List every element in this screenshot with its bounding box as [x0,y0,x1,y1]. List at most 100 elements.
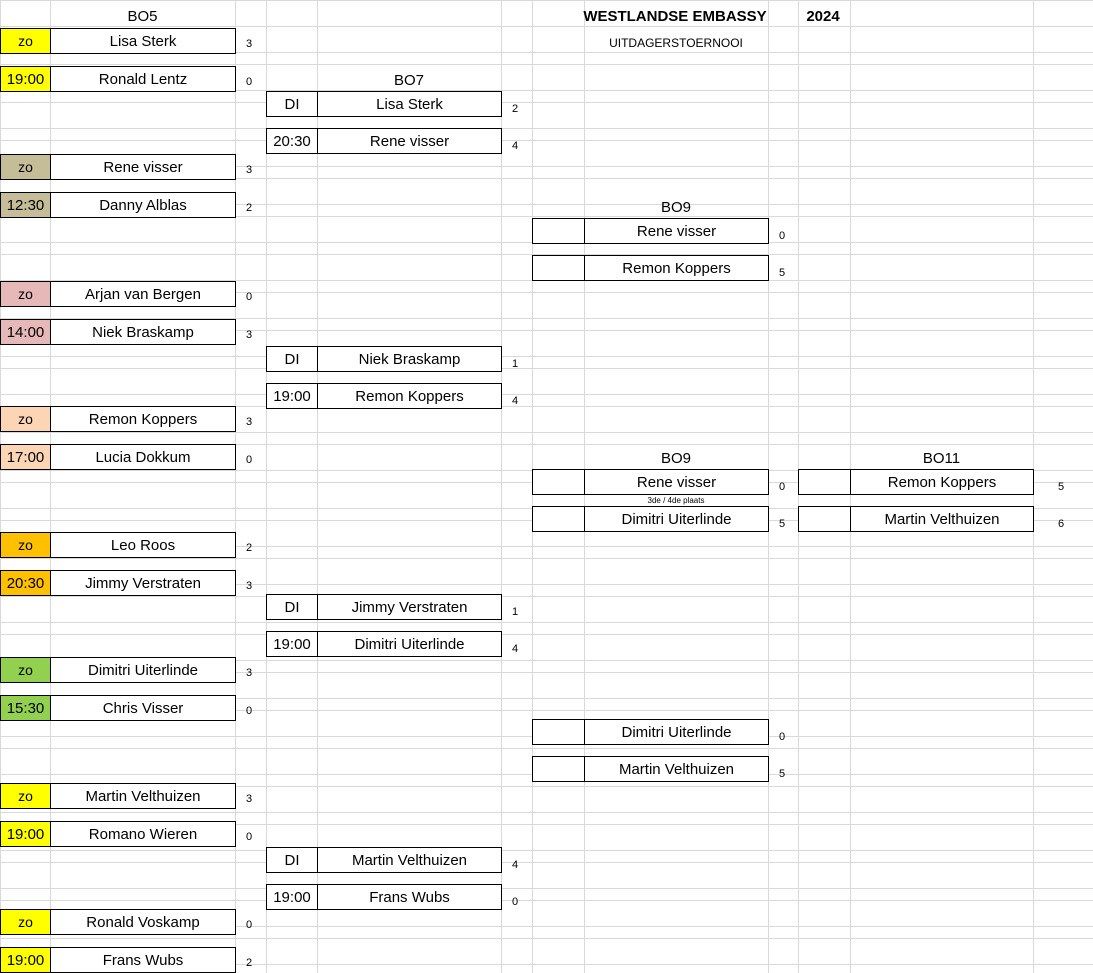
year-label: 2024 [806,7,840,25]
match-time-cell: 12:30 [0,192,51,218]
player-score: 0 [246,705,253,717]
player-name[interactable]: Lisa Sterk [50,28,236,54]
match-day-cell: zo [0,657,51,683]
match-day-cell: zo [0,28,51,54]
match-day-cell: zo [0,783,51,809]
player-score: 4 [512,140,519,152]
match-day-cell: DI [266,847,318,873]
player-name[interactable]: Dimitri Uiterlinde [584,506,769,532]
player-score: 3 [246,38,253,50]
player-name[interactable]: Frans Wubs [317,884,502,910]
player-score: 0 [246,919,253,931]
page-subtitle: UITDAGERSTOERNOOI [609,36,743,50]
empty-day-cell [798,506,851,532]
player-name[interactable]: Dimitri Uiterlinde [50,657,236,683]
player-score: 5 [779,518,786,530]
player-score: 2 [246,202,253,214]
player-score: 4 [512,643,519,655]
player-score: 0 [246,291,253,303]
player-score: 3 [246,793,253,805]
player-name[interactable]: Arjan van Bergen [50,281,236,307]
match-time-cell: 20:30 [0,570,51,596]
empty-day-cell [532,506,585,532]
player-name[interactable]: Dimitri Uiterlinde [317,631,502,657]
player-score: 6 [1058,518,1065,530]
empty-day-cell [798,469,851,495]
match-time-cell: 19:00 [0,947,51,973]
player-score: 5 [779,768,786,780]
match-time-cell: 19:00 [266,631,318,657]
player-name[interactable]: Niek Braskamp [317,346,502,372]
player-name[interactable]: Remon Koppers [317,383,502,409]
player-score: 0 [512,896,519,908]
match-day-cell: zo [0,154,51,180]
player-name[interactable]: Frans Wubs [50,947,236,973]
match-time-cell: 14:00 [0,319,51,345]
player-score: 0 [779,731,786,743]
player-score: 3 [246,416,253,428]
match-day-cell: zo [0,909,51,935]
player-name[interactable]: Rene visser [50,154,236,180]
player-score: 2 [246,957,253,969]
player-name[interactable]: Remon Koppers [50,406,236,432]
player-name[interactable]: Remon Koppers [850,469,1034,495]
player-name[interactable]: Martin Velthuizen [50,783,236,809]
player-name[interactable]: Leo Roos [50,532,236,558]
player-score: 1 [512,358,519,370]
player-score: 0 [246,454,253,466]
player-name[interactable]: Ronald Lentz [50,66,236,92]
player-score: 0 [246,76,253,88]
player-name[interactable]: Romano Wieren [50,821,236,847]
player-name[interactable]: Niek Braskamp [50,319,236,345]
player-score: 0 [779,481,786,493]
player-name[interactable]: Rene visser [317,128,502,154]
round-label-bo11: BO11 [922,449,961,467]
player-score: 2 [512,103,519,115]
player-name[interactable]: Martin Velthuizen [317,847,502,873]
match-time-cell: 19:00 [266,383,318,409]
player-name[interactable]: Lisa Sterk [317,91,502,117]
match-day-cell: zo [0,532,51,558]
match-day-cell: DI [266,91,318,117]
player-score: 3 [246,164,253,176]
player-name[interactable]: Jimmy Verstraten [317,594,502,620]
match-time-cell: 20:30 [266,128,318,154]
player-name[interactable]: Ronald Voskamp [50,909,236,935]
player-name[interactable]: Danny Alblas [50,192,236,218]
match-day-cell: zo [0,281,51,307]
round-label-bo9-bottom: BO9 [660,449,691,467]
player-name[interactable]: Martin Velthuizen [584,756,769,782]
match-time-cell: 19:00 [0,66,51,92]
match-time-cell: 19:00 [0,821,51,847]
player-name[interactable]: Rene visser [584,218,769,244]
player-score: 3 [246,329,253,341]
empty-day-cell [532,756,585,782]
player-score: 5 [779,267,786,279]
player-name[interactable]: Martin Velthuizen [850,506,1034,532]
match-day-cell: DI [266,594,318,620]
player-name[interactable]: Remon Koppers [584,255,769,281]
empty-day-cell [532,255,585,281]
player-score: 0 [779,230,786,242]
player-score: 4 [512,859,519,871]
match-time-cell: 17:00 [0,444,51,470]
player-score: 4 [512,395,519,407]
player-name[interactable]: Rene visser [584,469,769,495]
page-title: WESTLANDSE EMBASSY [583,7,767,25]
player-name[interactable]: Lucia Dokkum [50,444,236,470]
player-score: 2 [246,542,253,554]
player-name[interactable]: Chris Visser [50,695,236,721]
player-score: 0 [246,831,253,843]
match-day-cell: DI [266,346,318,372]
player-name[interactable]: Dimitri Uiterlinde [584,719,769,745]
match-time-cell: 15:30 [0,695,51,721]
empty-day-cell [532,218,585,244]
empty-day-cell [532,469,585,495]
match-time-cell: 19:00 [266,884,318,910]
empty-day-cell [532,719,585,745]
match-day-cell: zo [0,406,51,432]
round-label-bo5: BO5 [127,7,158,25]
player-score: 5 [1058,481,1065,493]
player-score: 1 [512,606,519,618]
player-name[interactable]: Jimmy Verstraten [50,570,236,596]
